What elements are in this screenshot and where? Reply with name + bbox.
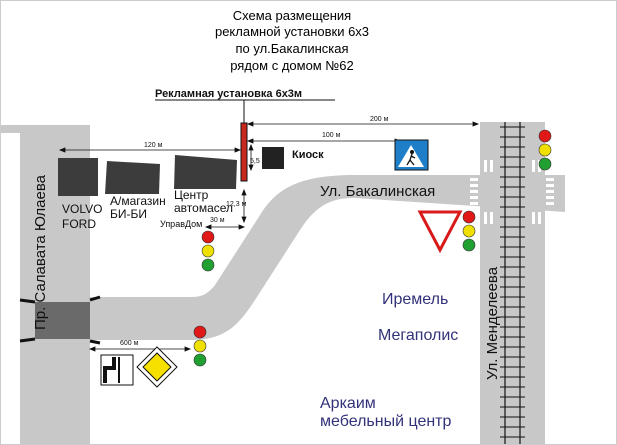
landmark-arkaim-2: мебельный центр	[320, 413, 452, 430]
title-line-4: рядом с домом №62	[230, 58, 354, 73]
autoshop-building	[174, 155, 237, 189]
title-line-2: рекламной установки 6х3	[215, 24, 369, 39]
traffic-light-junction	[193, 325, 207, 367]
distance-markers	[58, 121, 480, 352]
pedestrian-crossing-sign	[394, 139, 429, 171]
main-road-sign	[136, 346, 178, 388]
traffic-light-intersection-south	[462, 210, 476, 252]
turn-direction-sign	[100, 354, 134, 386]
crosswalk-west	[470, 178, 478, 205]
street-label-mendeleeva: Ул. Менделеева	[484, 266, 501, 380]
street-label-salavat: Пр. Салавата Юлаева	[32, 174, 49, 330]
building-labels: VOLVO FORD А/магазин БИ-БИ Центр автомас…	[62, 188, 233, 231]
kiosk-building	[262, 147, 284, 169]
shop-label-2: БИ-БИ	[110, 207, 147, 221]
crosswalk-east	[546, 178, 554, 205]
railway-track	[500, 122, 525, 445]
title-line-1: Схема размещения	[233, 8, 351, 23]
distance-200: 200 м	[370, 116, 389, 123]
billboard-label: Рекламная установка 6х3м	[155, 88, 302, 100]
volvo-building	[58, 158, 98, 196]
shop-building	[105, 161, 160, 194]
distance-100: 100 м	[322, 132, 341, 139]
center-label-1: Центр	[174, 188, 209, 202]
street-label-bakalinskaya: Ул. Бакалинская	[320, 183, 435, 200]
volvo-label-2: FORD	[62, 217, 96, 231]
junction-area	[35, 302, 90, 339]
distance-12-3: 12,3 м	[226, 201, 247, 208]
volvo-label-1: VOLVO	[62, 202, 102, 216]
title-line-3: по ул.Бакалинская	[235, 41, 348, 56]
distance-30: 30 м	[210, 217, 225, 224]
traffic-light-bakalinskaya	[201, 230, 215, 272]
scheme-title: Схема размещения рекламной установки 6х3…	[215, 8, 369, 73]
distance-labels: 120 м 100 м 200 м 12,3 м 30 м 5,5 600 м	[120, 116, 389, 347]
shop-label-1: А/магазин	[110, 194, 166, 208]
distance-120: 120 м	[144, 142, 163, 149]
landmark-arkaim-1: Аркаим	[320, 395, 376, 412]
distance-5-5: 5,5	[250, 158, 260, 165]
uprav-label: УправДом	[160, 219, 202, 229]
crosswalk-south	[484, 212, 541, 224]
bakalinskaya-street	[90, 175, 565, 340]
distance-600: 600 м	[120, 340, 139, 347]
landmark-megapolis: Мегаполис	[378, 327, 458, 344]
landmark-labels: Иремель Мегаполис Аркаим мебельный центр	[320, 291, 458, 430]
junction-barriers	[19, 295, 101, 345]
yield-sign	[417, 210, 463, 254]
traffic-light-intersection-north	[538, 129, 552, 171]
kiosk-label: Киоск	[292, 149, 324, 161]
billboard	[240, 122, 248, 182]
center-label-2: автомасел	[174, 201, 233, 215]
landmark-iremel: Иремель	[382, 291, 448, 308]
